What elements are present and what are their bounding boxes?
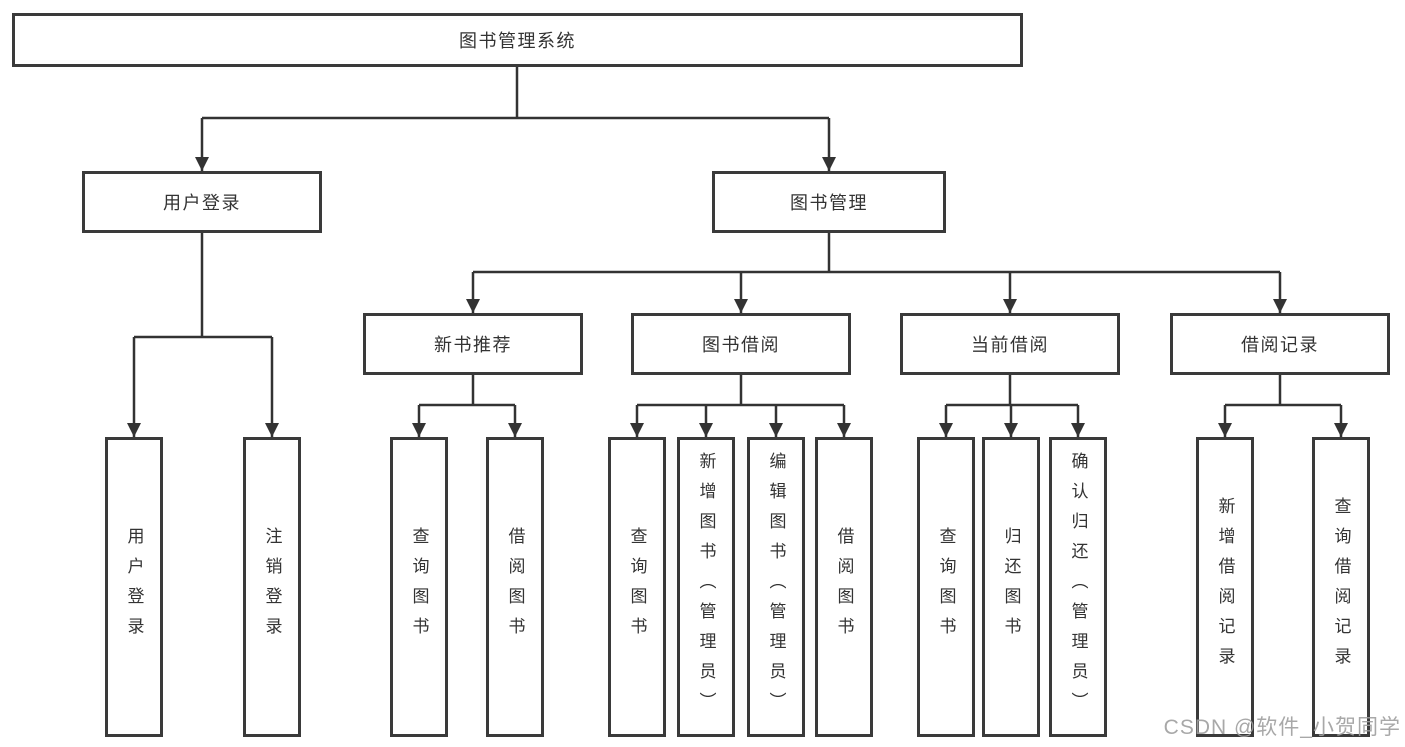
node-new-book-recommend: 新书推荐: [363, 313, 583, 375]
leaf-user-login: 用户登录: [105, 437, 163, 737]
node-user-login: 用户登录: [82, 171, 322, 233]
leaf-confirm-return-admin: 确认归还（管理员）: [1049, 437, 1107, 737]
leaf-query-books-recommend: 查询图书: [390, 437, 448, 737]
leaf-add-borrow-record: 新增借阅记录: [1196, 437, 1254, 737]
csdn-watermark: CSDN @软件_小贺同学: [1163, 716, 1401, 739]
leaf-borrow-books-recommend: 借阅图书: [486, 437, 544, 737]
leaf-borrow-books: 借阅图书: [815, 437, 873, 737]
leaf-query-borrow-record: 查询借阅记录: [1312, 437, 1370, 737]
node-current-borrow: 当前借阅: [900, 313, 1120, 375]
leaf-return-books: 归还图书: [982, 437, 1040, 737]
node-library-system: 图书管理系统: [12, 13, 1023, 67]
leaf-query-books-borrow: 查询图书: [608, 437, 666, 737]
node-book-management: 图书管理: [712, 171, 946, 233]
leaf-edit-books-admin: 编辑图书（管理员）: [747, 437, 805, 737]
leaf-query-books-current: 查询图书: [917, 437, 975, 737]
node-book-borrow: 图书借阅: [631, 313, 851, 375]
leaf-logout: 注销登录: [243, 437, 301, 737]
node-borrow-record: 借阅记录: [1170, 313, 1390, 375]
leaf-add-books-admin: 新增图书（管理员）: [677, 437, 735, 737]
